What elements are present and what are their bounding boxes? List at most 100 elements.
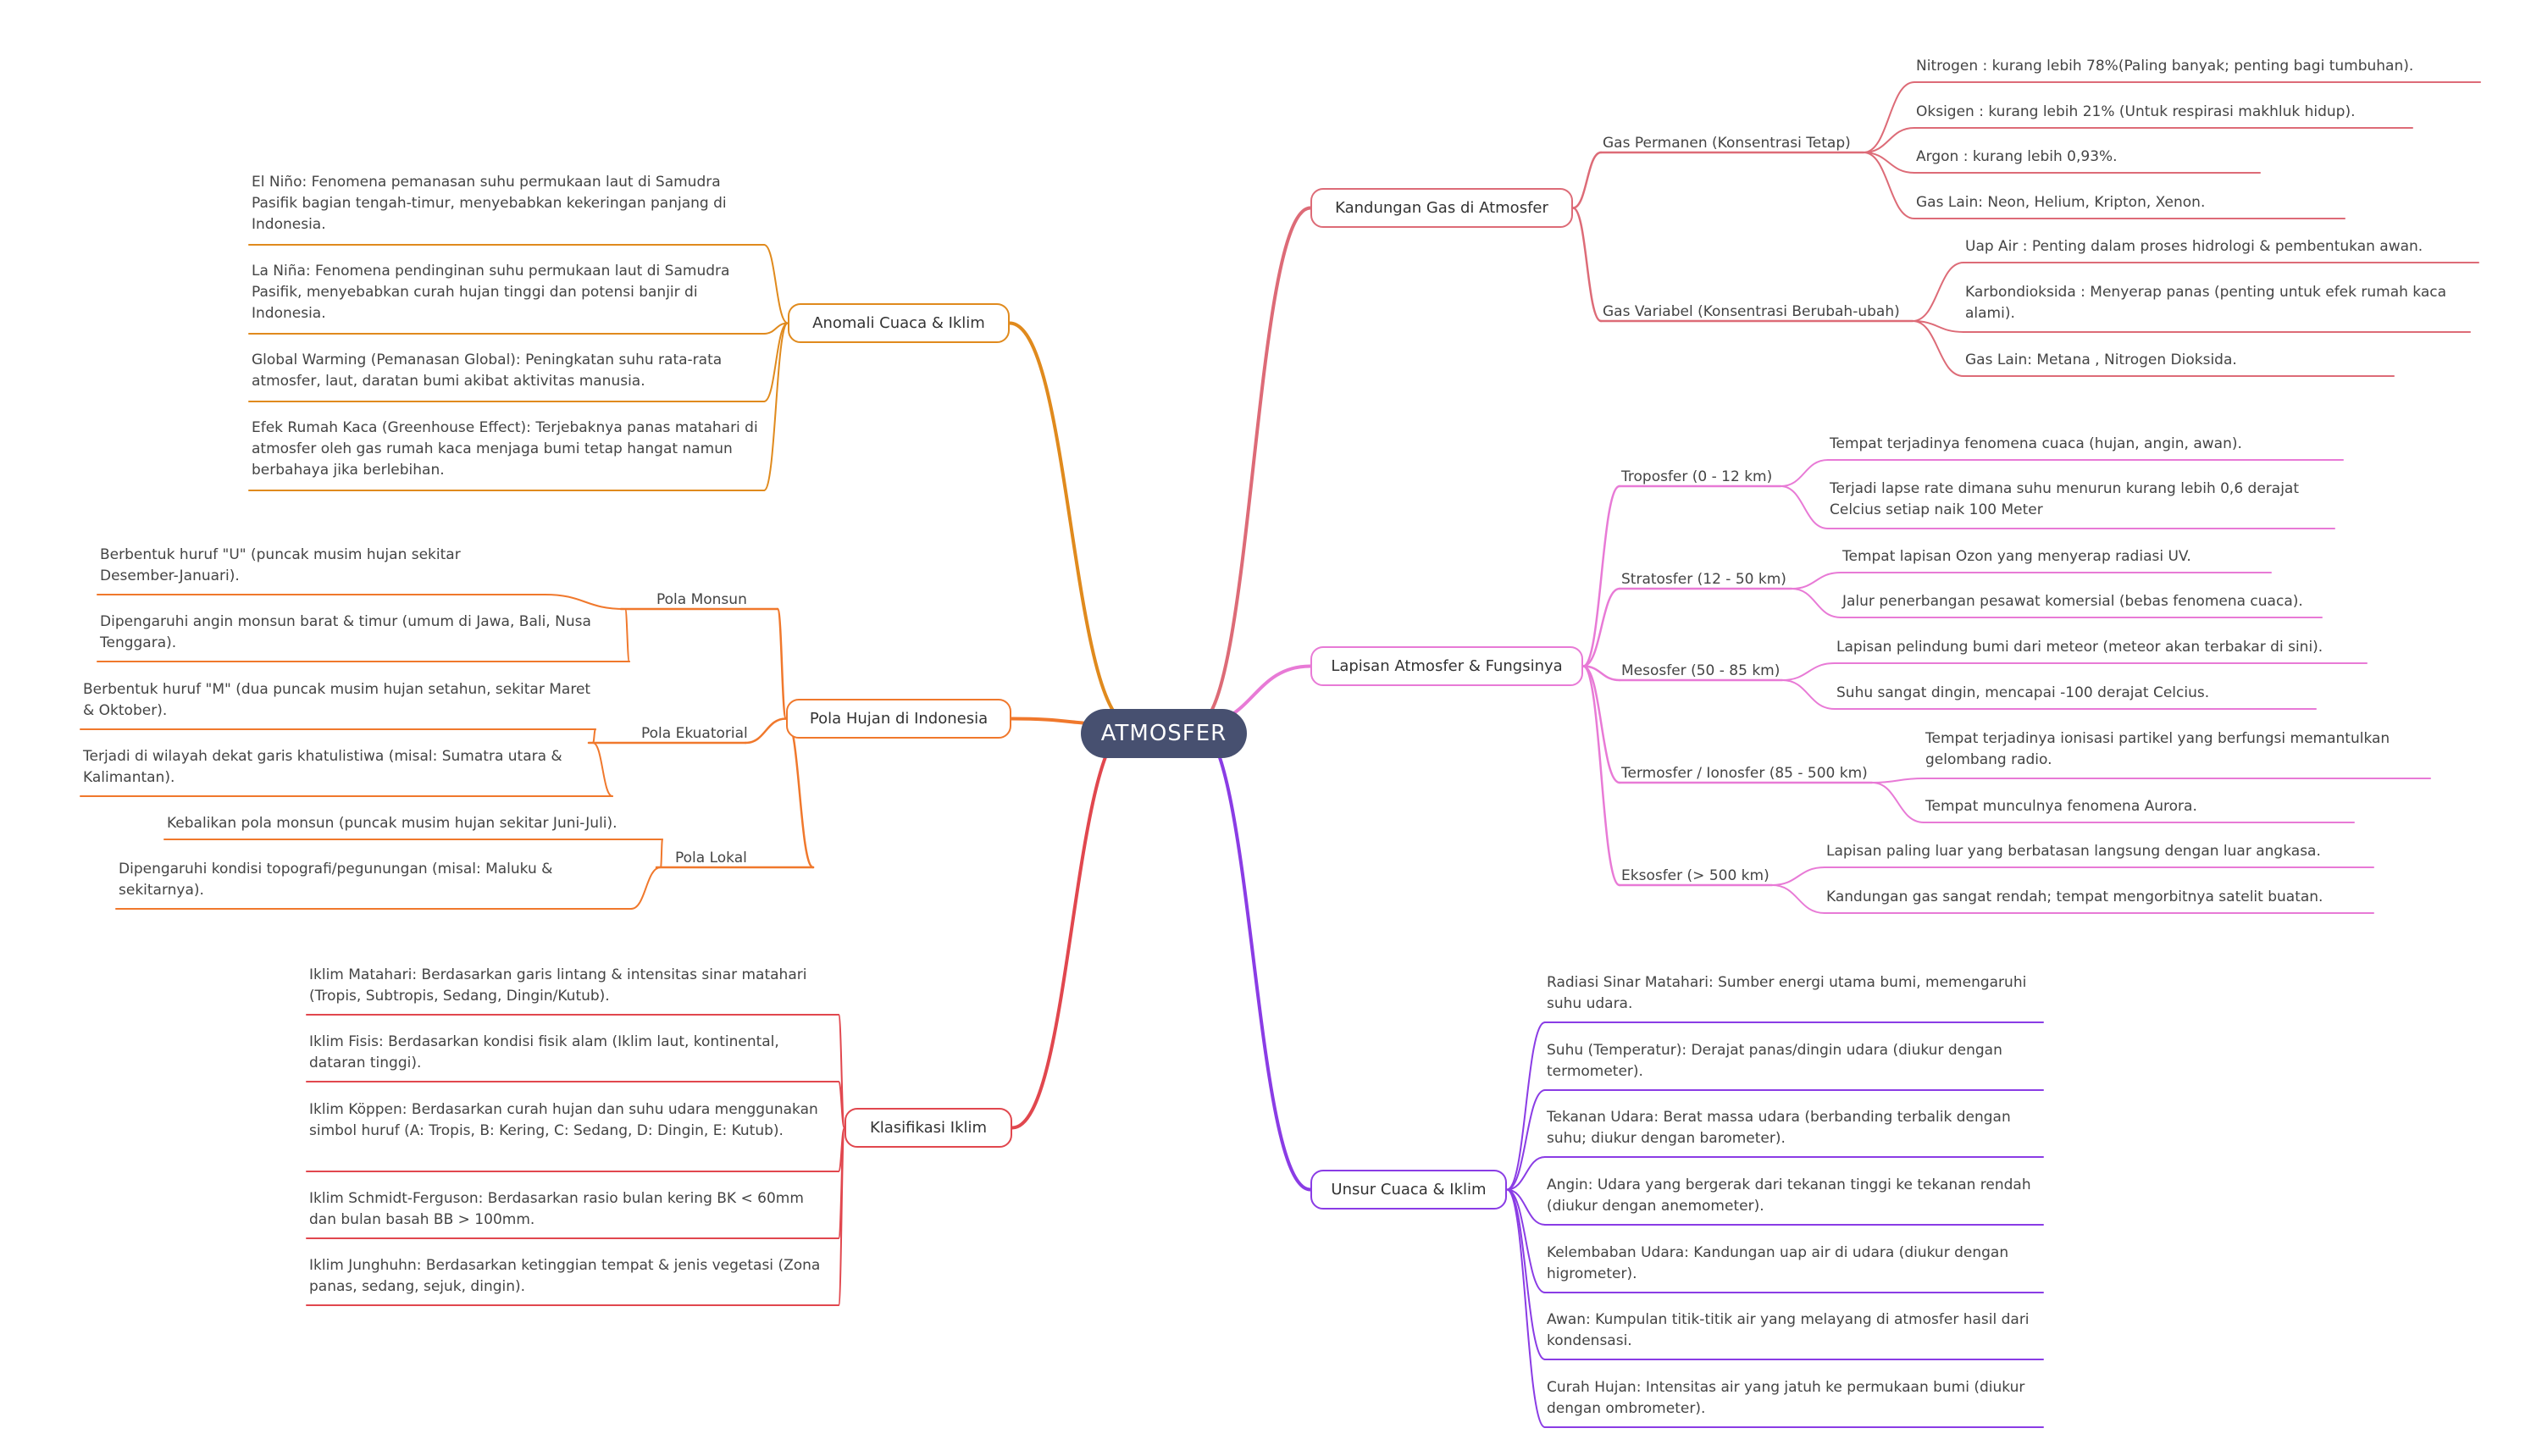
leaf-connector xyxy=(1871,782,1925,823)
leaf-suhu-temperatur-derajat-[interactable]: Suhu (Temperatur): Derajat panas/dingin … xyxy=(1547,1042,2002,1080)
branch-connector-anomaly xyxy=(1008,321,1133,727)
leaf-gas-lain-neon-helium-kri[interactable]: Gas Lain: Neon, Helium, Kripton, Xenon. xyxy=(1916,194,2206,211)
leaf-tempat-terjadinya-fenome[interactable]: Tempat terjadinya fenomena cuaca (hujan,… xyxy=(1830,435,2242,452)
branch-gas[interactable]: Kandungan Gas di Atmosfer xyxy=(1310,188,1573,228)
branch-weather[interactable]: Unsur Cuaca & Iklim xyxy=(1310,1170,1507,1210)
sub-connector xyxy=(1581,665,1621,682)
leaf-el-nino-fenomena-pemanas[interactable]: El Niño: Fenomena pemanasan suhu permuka… xyxy=(252,174,727,233)
leaf-tempat-terjadinya-ionisa[interactable]: Tempat terjadinya ionisasi partikel yang… xyxy=(1925,730,2390,768)
sub-topic-troposfer-0-12-km[interactable]: Troposfer (0 - 12 km) xyxy=(1621,468,1773,485)
branch-connector-weather xyxy=(1194,723,1312,1192)
branch-rain[interactable]: Pola Hujan di Indonesia xyxy=(786,699,1011,739)
leaf-iklim-junghuhn-berdasark[interactable]: Iklim Junghuhn: Berdasarkan ketinggian t… xyxy=(309,1257,821,1295)
sub-topic-pola-ekuatorial[interactable]: Pola Ekuatorial xyxy=(641,725,748,742)
leaf-global-warming-pemanasan[interactable]: Global Warming (Pemanasan Global): Penin… xyxy=(252,352,723,390)
leaf-lapisan-pelindung-bumi-d[interactable]: Lapisan pelindung bumi dari meteor (mete… xyxy=(1836,639,2323,656)
leaf-connector xyxy=(1506,1021,1546,1191)
leaf-iklim-schmidt-ferguson-b[interactable]: Iklim Schmidt-Ferguson: Berdasarkan rasi… xyxy=(309,1190,804,1228)
leaf-connector xyxy=(1780,485,1829,529)
branch-connector-gas xyxy=(1194,206,1312,727)
branch-anomaly[interactable]: Anomali Cuaca & Iklim xyxy=(788,303,1010,343)
leaf-connector xyxy=(1506,1188,1546,1226)
leaf-connector xyxy=(1863,152,1915,174)
leaf-iklim-koppen-berdasarkan[interactable]: Iklim Köppen: Berdasarkan curah hujan da… xyxy=(309,1101,818,1139)
leaf-connector xyxy=(1863,81,1915,153)
leaf-connector xyxy=(1863,127,1915,153)
leaf-dipengaruhi-kondisi-topo[interactable]: Dipengaruhi kondisi topografi/pegunungan… xyxy=(119,861,553,899)
leaf-terjadi-di-wilayah-dekat[interactable]: Terjadi di wilayah dekat garis khatulist… xyxy=(83,748,562,786)
leaf-lapisan-paling-luar-yang[interactable]: Lapisan paling luar yang berbatasan lang… xyxy=(1826,843,2321,860)
leaf-connector xyxy=(838,1081,845,1129)
sub-connector xyxy=(776,607,788,720)
leaf-tempat-munculnya-fenomen[interactable]: Tempat munculnya fenomena Aurora. xyxy=(1925,798,2197,815)
sub-connector xyxy=(744,717,788,745)
leaf-iklim-fisis-berdasarkan-[interactable]: Iklim Fisis: Berdasarkan kondisi fisik a… xyxy=(309,1033,779,1071)
sub-topic-gas-permanen-konsentrasi-tetap[interactable]: Gas Permanen (Konsentrasi Tetap) xyxy=(1603,135,1851,152)
branch-connector-climate xyxy=(1011,723,1133,1130)
leaf-kebalikan-pola-monsun-pu[interactable]: Kebalikan pola monsun (puncak musim huja… xyxy=(167,815,618,832)
leaf-awan-kumpulan-titik-titi[interactable]: Awan: Kumpulan titik-titik air yang mela… xyxy=(1547,1311,2030,1349)
leaf-oksigen-kurang-lebih-21-[interactable]: Oksigen : kurang lebih 21% (Untuk respir… xyxy=(1916,103,2356,120)
leaf-kandungan-gas-sangat-ren[interactable]: Kandungan gas sangat rendah; tempat meng… xyxy=(1826,889,2323,905)
leaf-iklim-matahari-berdasark[interactable]: Iklim Matahari: Berdasarkan garis lintan… xyxy=(309,966,807,1005)
root-topic[interactable]: ATMOSFER xyxy=(1081,709,1247,758)
sub-connector xyxy=(1571,151,1603,209)
sub-connector xyxy=(1581,587,1621,667)
leaf-connector xyxy=(1791,572,1841,590)
leaf-connector xyxy=(1506,1188,1546,1360)
sub-topic-eksosfer-500-km[interactable]: Eksosfer (> 500 km) xyxy=(1621,867,1769,884)
leaf-connector xyxy=(763,322,789,335)
sub-topic-mesosfer-50-85-km[interactable]: Mesosfer (50 - 85 km) xyxy=(1621,662,1781,679)
leaf-angin-udara-yang-bergera[interactable]: Angin: Udara yang bergerak dari tekanan … xyxy=(1547,1176,2031,1215)
leaf-connector xyxy=(1781,662,1836,681)
leaf-connector xyxy=(1780,459,1829,487)
leaf-connector xyxy=(624,608,630,662)
leaf-suhu-sangat-dingin-menca[interactable]: Suhu sangat dingin, mencapai -100 deraja… xyxy=(1836,684,2210,701)
leaf-connector xyxy=(763,244,789,324)
leaf-terjadi-lapse-rate-diman[interactable]: Terjadi lapse rate dimana suhu menurun k… xyxy=(1830,480,2300,518)
leaf-radiasi-sinar-matahari-s[interactable]: Radiasi Sinar Matahari: Sumber energi ut… xyxy=(1547,974,2027,1012)
sub-topic-termosfer-ionosfer-85-500-km[interactable]: Termosfer / Ionosfer (85 - 500 km) xyxy=(1621,765,1868,782)
leaf-argon-kurang-lebih-0-93[interactable]: Argon : kurang lebih 0,93%. xyxy=(1916,148,2118,165)
leaf-la-nina-fenomena-pending[interactable]: La Niña: Fenomena pendinginan suhu permu… xyxy=(252,263,730,322)
leaf-connector xyxy=(630,866,662,910)
sub-connector xyxy=(1581,665,1621,887)
leaf-connector xyxy=(838,1127,845,1306)
sub-connector xyxy=(1581,484,1621,667)
leaf-berbentuk-huruf-m-dua-pu[interactable]: Berbentuk huruf "M" (dua puncak musim hu… xyxy=(83,681,591,719)
leaf-connector xyxy=(592,742,613,797)
leaf-dipengaruhi-angin-monsun[interactable]: Dipengaruhi angin monsun barat & timur (… xyxy=(100,613,591,651)
leaf-nitrogen-kurang-lebih-78[interactable]: Nitrogen : kurang lebih 78%(Paling banya… xyxy=(1916,58,2414,75)
leaf-connector xyxy=(763,322,789,491)
sub-topic-stratosfer-12-50-km[interactable]: Stratosfer (12 - 50 km) xyxy=(1621,571,1786,588)
sub-topic-gas-variabel-konsentrasi-berubah-ubah[interactable]: Gas Variabel (Konsentrasi Berubah-ubah) xyxy=(1603,303,1900,320)
sub-topic-pola-monsun[interactable]: Pola Monsun xyxy=(656,591,747,608)
leaf-connector xyxy=(1506,1089,1546,1191)
sub-topic-pola-lokal[interactable]: Pola Lokal xyxy=(675,850,747,866)
leaf-connector xyxy=(544,594,626,610)
leaf-berbentuk-huruf-u-puncak[interactable]: Berbentuk huruf "U" (puncak musim hujan … xyxy=(100,546,461,584)
leaf-connector xyxy=(1791,588,1841,618)
leaf-connector xyxy=(1771,866,1825,886)
branch-climate[interactable]: Klasifikasi Iklim xyxy=(845,1108,1012,1148)
leaf-curah-hujan-intensitas-a[interactable]: Curah Hujan: Intensitas air yang jatuh k… xyxy=(1547,1379,2025,1417)
leaf-tekanan-udara-berat-mass[interactable]: Tekanan Udara: Berat massa udara (berban… xyxy=(1547,1109,2011,1147)
leaf-connector xyxy=(1506,1188,1546,1428)
leaf-kelembaban-udara-kandung[interactable]: Kelembaban Udara: Kandungan uap air di u… xyxy=(1547,1244,2009,1282)
leaf-connector xyxy=(1912,320,1964,377)
leaf-gas-lain-metana-nitrogen[interactable]: Gas Lain: Metana , Nitrogen Dioksida. xyxy=(1965,352,2237,368)
branch-layers[interactable]: Lapisan Atmosfer & Fungsinya xyxy=(1310,646,1583,686)
sub-connector xyxy=(784,717,815,869)
leaf-karbondioksida-menyerap-[interactable]: Karbondioksida : Menyerap panas (penting… xyxy=(1965,284,2447,322)
leaf-connector xyxy=(1781,679,1836,710)
leaf-jalur-penerbangan-pesawa[interactable]: Jalur penerbangan pesawat komersial (beb… xyxy=(1842,593,2303,610)
leaf-connector xyxy=(1871,778,1925,783)
sub-connector xyxy=(1581,665,1621,784)
leaf-connector xyxy=(1506,1156,1546,1191)
leaf-uap-air-penting-dalam-pr[interactable]: Uap Air : Penting dalam proses hidrologi… xyxy=(1965,238,2423,255)
leaf-tempat-lapisan-ozon-yang[interactable]: Tempat lapisan Ozon yang menyerap radias… xyxy=(1842,548,2191,565)
leaf-efek-rumah-kaca-greenhou[interactable]: Efek Rumah Kaca (Greenhouse Effect): Ter… xyxy=(252,419,758,479)
leaf-connector xyxy=(592,728,596,744)
